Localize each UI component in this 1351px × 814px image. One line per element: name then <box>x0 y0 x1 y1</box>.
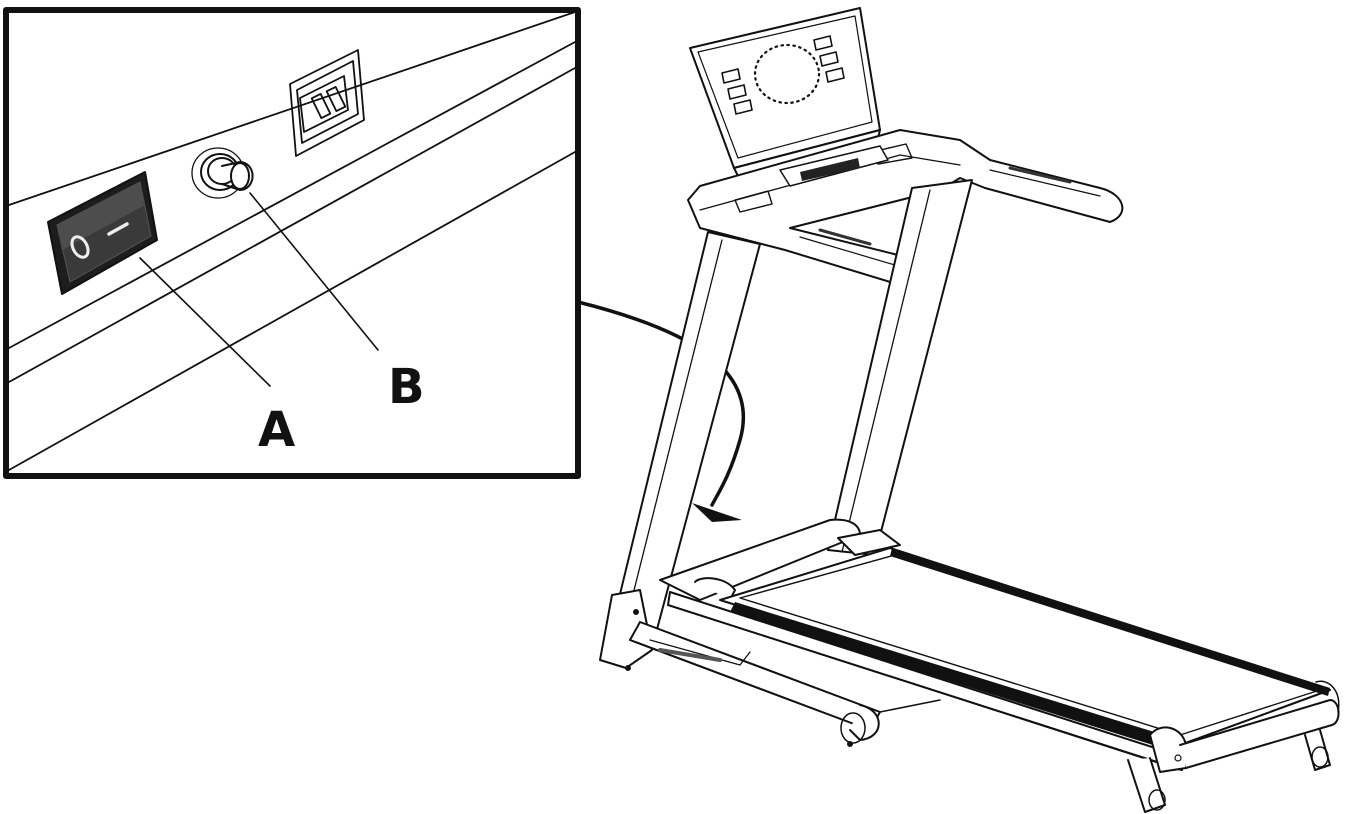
reset-button <box>191 147 254 199</box>
switch-on-symbol <box>107 222 129 236</box>
leader-line-a <box>139 257 271 387</box>
treadmill-illustration <box>599 7 1340 813</box>
running-deck <box>667 547 1331 771</box>
front-foot <box>599 589 653 669</box>
power-inlet <box>289 49 365 157</box>
power-switch <box>47 171 158 295</box>
callout-label-b: B <box>388 359 425 415</box>
console-panel <box>689 7 881 177</box>
rear-end-caps <box>1149 680 1340 773</box>
connector-arrow <box>576 300 746 522</box>
callout-label-a: A <box>258 402 295 458</box>
leader-line-b <box>249 192 379 351</box>
speaker-grille <box>753 43 821 105</box>
rear-wheels <box>1127 729 1331 813</box>
detail-inset: A B <box>3 7 581 479</box>
base-frame <box>629 621 941 744</box>
switch-off-symbol <box>70 235 90 259</box>
